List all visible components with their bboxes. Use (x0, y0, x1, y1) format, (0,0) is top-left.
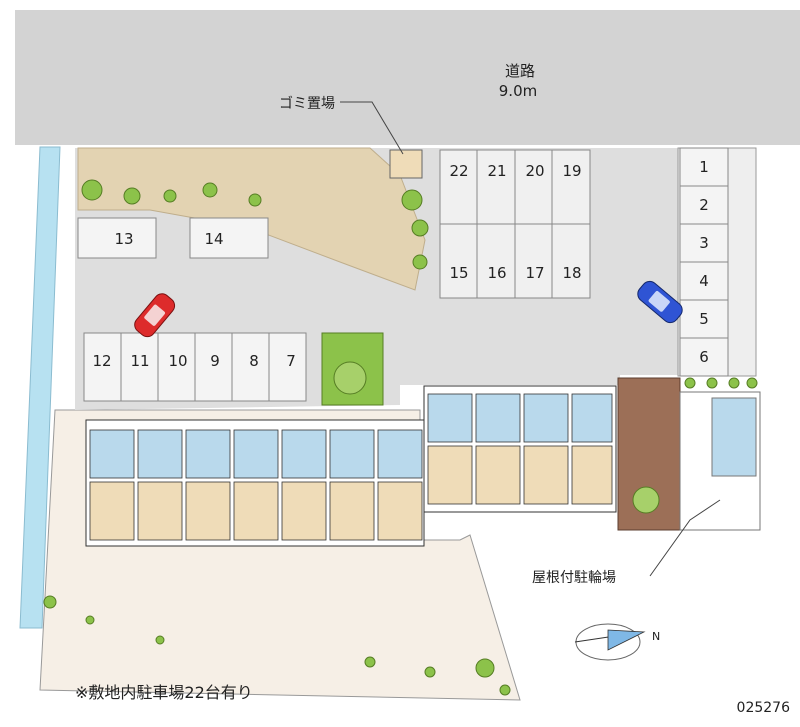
stall-dividers (440, 150, 590, 298)
canal (19, 146, 61, 629)
property-code: 025276 (737, 700, 791, 716)
stall-number: 2 (699, 196, 709, 214)
stall-number: 22 (449, 162, 468, 180)
stall-number: 3 (699, 234, 709, 252)
road-width: 9.0m (499, 82, 537, 100)
stall-number: 8 (249, 352, 259, 370)
road (15, 10, 800, 145)
stall-number: 5 (699, 310, 709, 328)
svg-text:N: N (652, 630, 660, 643)
bicycle-leader (649, 499, 721, 577)
parking-numbers: 1 2 3 4 5 6 7 8 9 10 11 12 13 14 15 16 1… (92, 158, 708, 370)
stall-number: 7 (286, 352, 296, 370)
red-car-icon (134, 293, 176, 338)
stall-number: 19 (562, 162, 581, 180)
island-tree (333, 361, 367, 395)
stall-number: 15 (449, 264, 468, 282)
bicycle-roof (711, 397, 757, 477)
building-lower (85, 419, 425, 547)
greenery (43, 179, 758, 696)
garbage-leader (340, 101, 404, 155)
stall-number: 1 (699, 158, 709, 176)
stall-number: 4 (699, 272, 709, 290)
compass-icon: N (574, 623, 660, 661)
stall-number: 18 (562, 264, 581, 282)
building-upper (423, 385, 617, 513)
garbage-label: ゴミ置場 (279, 95, 335, 112)
stall-number: 20 (525, 162, 544, 180)
parking-total-note: ※敷地内駐車場22台有り (75, 683, 253, 702)
walkway-tree (632, 486, 660, 514)
stall-number: 11 (130, 352, 149, 370)
stall-number: 9 (210, 352, 220, 370)
bicycle-label: 屋根付駐輪場 (532, 569, 616, 586)
stall-number: 14 (204, 230, 223, 248)
stall-number: 21 (487, 162, 506, 180)
stall-number: 13 (114, 230, 133, 248)
stall-number: 12 (92, 352, 111, 370)
stall-number: 6 (699, 348, 709, 366)
stall-number: 16 (487, 264, 506, 282)
road-name: 道路 (505, 62, 535, 80)
stall-number: 10 (168, 352, 187, 370)
garbage-box (389, 149, 423, 179)
stall-number: 17 (525, 264, 544, 282)
blue-car-icon (637, 280, 683, 324)
